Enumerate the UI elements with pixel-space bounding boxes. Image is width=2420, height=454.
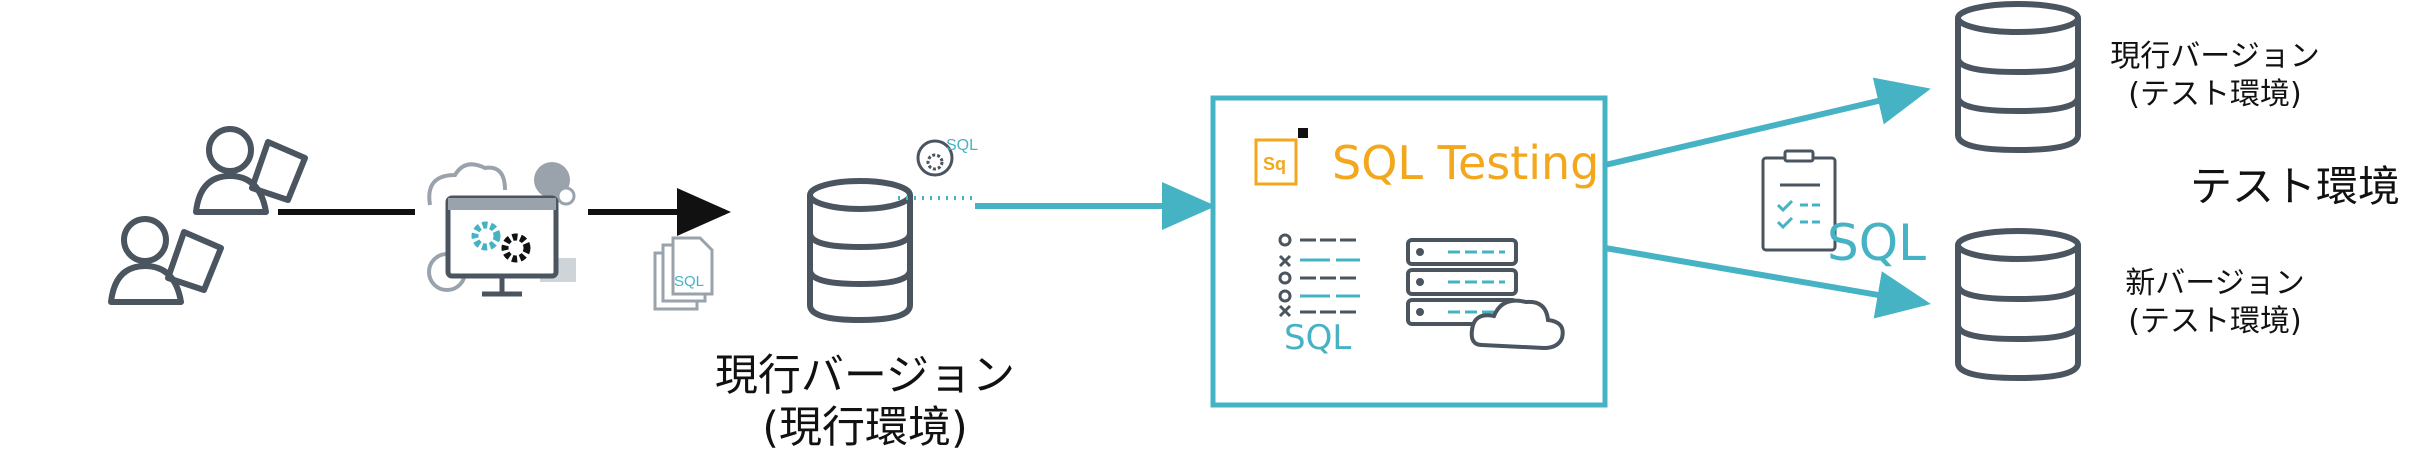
current-db-label-line1: 現行バージョン bbox=[714, 351, 1016, 401]
sql-testing-logo-icon bbox=[1254, 128, 1308, 186]
sql-checklist-icon bbox=[1761, 149, 1837, 252]
sql-document-icon bbox=[653, 236, 714, 311]
database-current bbox=[807, 178, 913, 324]
arrow-tool-to-new-test bbox=[1604, 245, 1931, 319]
arrow-tool-to-current-test bbox=[1604, 77, 1931, 168]
database-test-new bbox=[1955, 228, 2081, 382]
test-new-db-label-line2: (テスト環境) bbox=[2128, 304, 2302, 339]
current-db-label: 現行バージョン (現行環境) bbox=[660, 350, 1070, 454]
sql-document-label: SQL bbox=[674, 273, 704, 290]
test-current-db-label: 現行バージョン (テスト環境) bbox=[2080, 38, 2350, 114]
application-icon bbox=[427, 162, 576, 297]
test-environment-label: テスト環境 bbox=[2189, 162, 2400, 211]
database-test-current bbox=[1955, 1, 2081, 154]
gear-icon bbox=[471, 221, 531, 263]
capture-sql-label: SQL bbox=[946, 137, 978, 154]
server-cloud-icon bbox=[1406, 238, 1565, 351]
test-new-db-label: 新バージョン (テスト環境) bbox=[2080, 265, 2350, 341]
sql-testing-title: SQL Testing bbox=[1332, 136, 1600, 190]
sql-label-small: SQL bbox=[1284, 318, 1352, 358]
current-db-label-line2: (現行環境) bbox=[762, 403, 968, 453]
capture-icon bbox=[898, 139, 972, 200]
test-current-db-label-line2: (テスト環境) bbox=[2128, 77, 2302, 112]
users-icon bbox=[108, 126, 308, 305]
test-current-db-label-line1: 現行バージョン bbox=[2110, 39, 2320, 74]
sql-testing-logo-text: Sq bbox=[1263, 154, 1286, 174]
sql-checklist-small-icon bbox=[1278, 233, 1360, 318]
sql-label-large: SQL bbox=[1827, 214, 1926, 272]
test-new-db-label-line1: 新バージョン bbox=[2125, 266, 2305, 301]
